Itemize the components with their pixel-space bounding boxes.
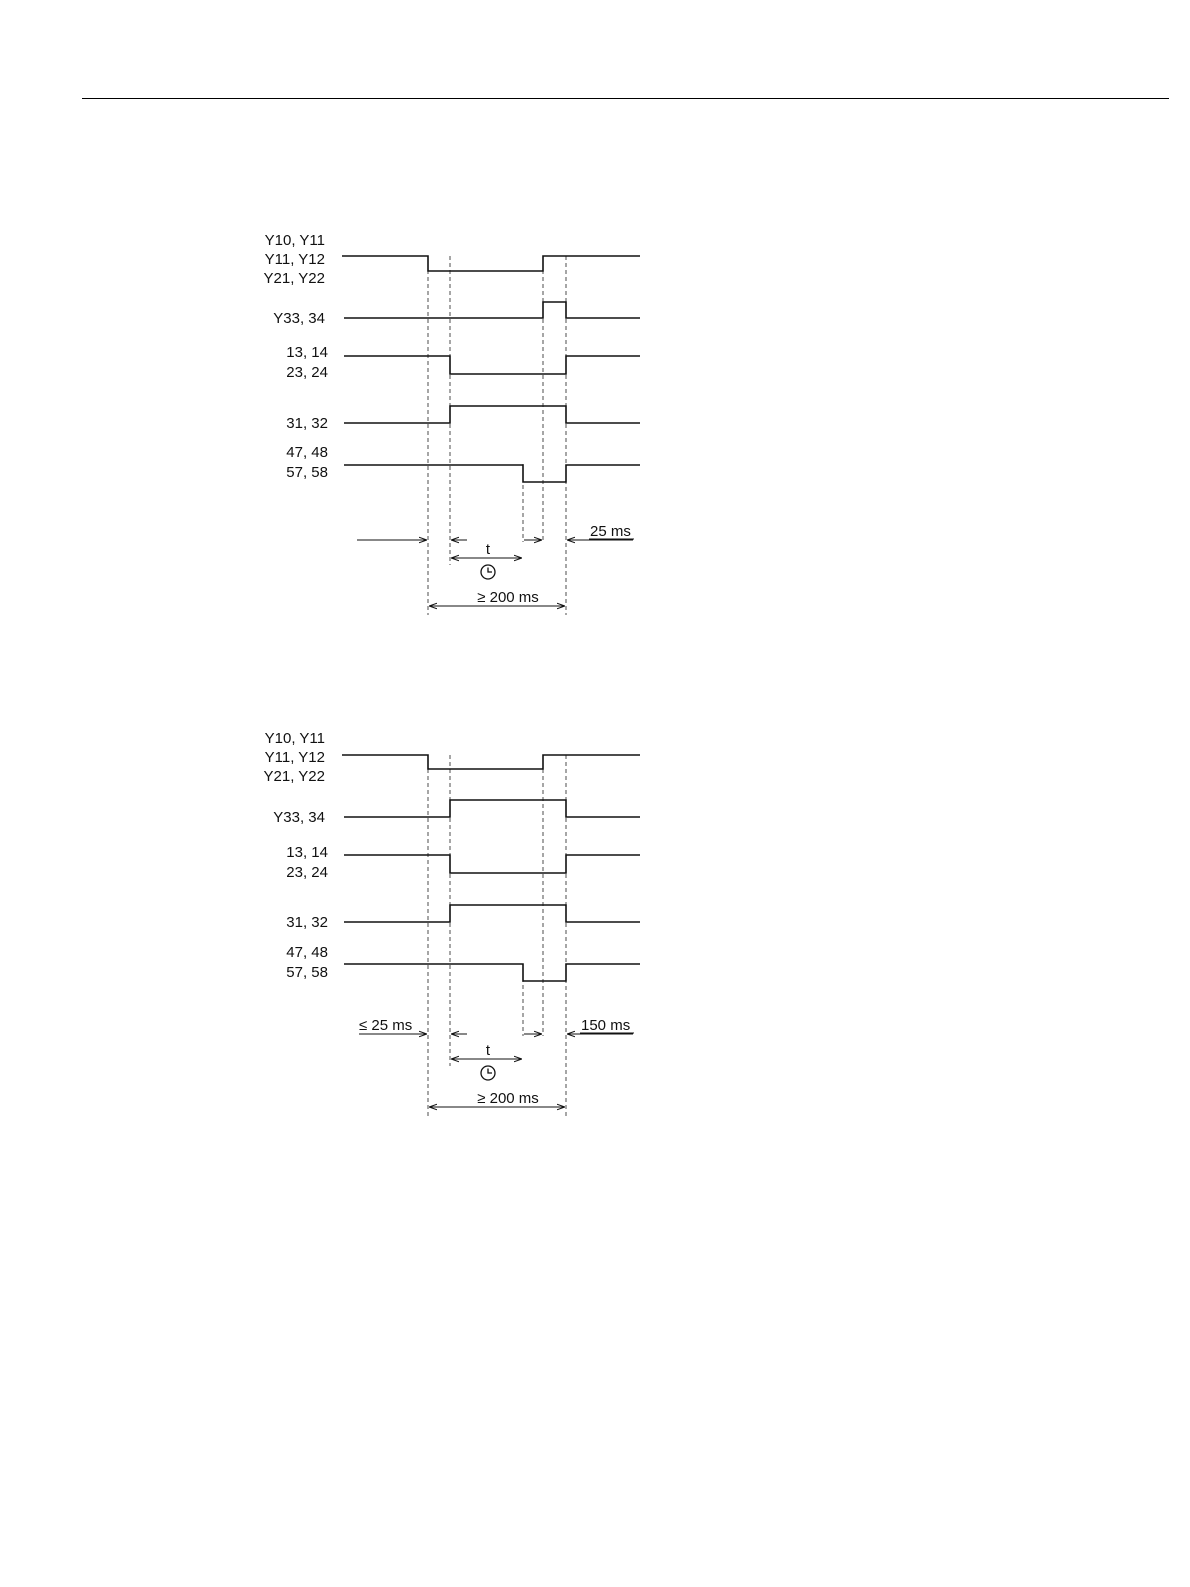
signal-label: Y21, Y22: [264, 270, 325, 287]
signal-trace-inputs: [342, 755, 640, 769]
signal-trace-13-14: [344, 356, 640, 374]
signal-label: Y33, 34: [273, 310, 325, 327]
clock-icon: [481, 1066, 495, 1080]
signal-trace-47-48: [344, 465, 640, 482]
t-label: t: [486, 1042, 491, 1059]
signal-label: Y10, Y11: [265, 232, 325, 249]
signal-label: 47, 48: [286, 444, 328, 461]
signal-trace-31-32: [344, 905, 640, 922]
signal-trace-inputs: [342, 256, 640, 271]
signal-label: 23, 24: [286, 364, 328, 381]
left-time-label: ≤ 25 ms: [359, 1017, 412, 1034]
signal-trace-y33-34: [344, 302, 640, 318]
signal-label: Y33, 34: [273, 809, 325, 826]
signal-label: 31, 32: [286, 914, 328, 931]
right-time-label: 150 ms: [581, 1017, 630, 1034]
signal-label: Y10, Y11: [265, 730, 325, 747]
signal-label: Y21, Y22: [264, 768, 325, 785]
clock-icon: [481, 565, 495, 579]
t-label: t: [486, 541, 491, 558]
signal-label: 23, 24: [286, 864, 328, 881]
signal-label: 57, 58: [286, 964, 328, 981]
signal-trace-31-32: [344, 406, 640, 423]
signal-trace-47-48: [344, 964, 640, 981]
signal-label: 31, 32: [286, 415, 328, 432]
min-time-label: ≥ 200 ms: [477, 589, 539, 606]
signal-label: 13, 14: [286, 344, 328, 361]
right-time-label: 25 ms: [590, 523, 631, 540]
signal-label: Y11, Y12: [265, 251, 325, 268]
signal-label: 13, 14: [286, 844, 328, 861]
signal-label: 57, 58: [286, 464, 328, 481]
min-time-label: ≥ 200 ms: [477, 1090, 539, 1107]
timing-diagram-1: Y10, Y11 Y11, Y12 Y21, Y22 Y33, 34 13, 1…: [264, 232, 640, 615]
signal-trace-y33-34: [344, 800, 640, 817]
timing-diagram-2: Y10, Y11 Y11, Y12 Y21, Y22 Y33, 34 13, 1…: [264, 730, 640, 1116]
signal-label: Y11, Y12: [265, 749, 325, 766]
signal-trace-13-14: [344, 855, 640, 873]
signal-label: 47, 48: [286, 944, 328, 961]
